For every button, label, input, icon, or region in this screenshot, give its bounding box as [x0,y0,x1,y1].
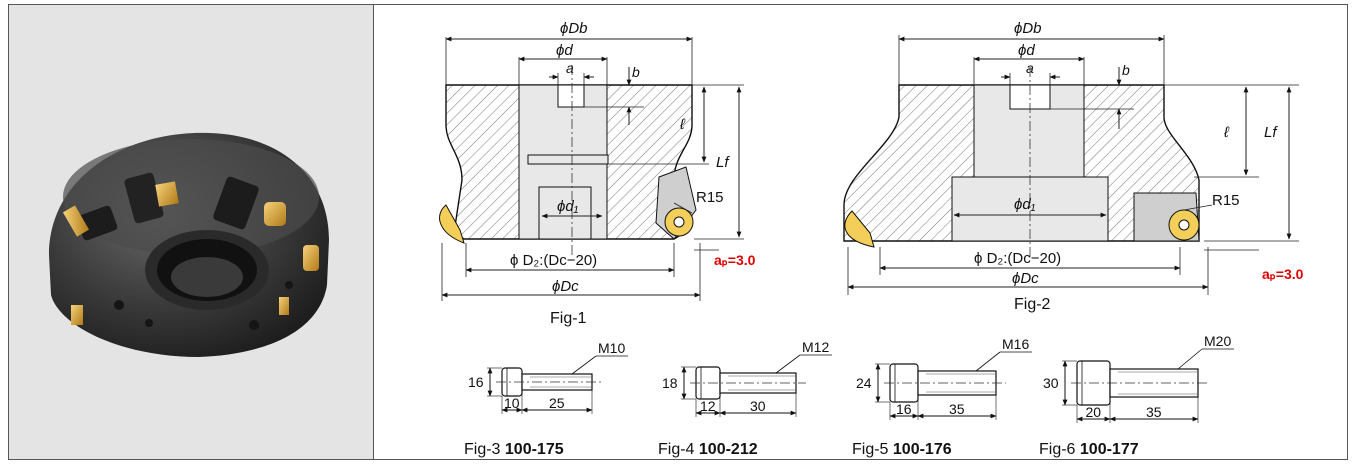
fig1-d-label: ϕd [556,42,573,59]
fig2-Dc-label: ϕDc [1012,270,1039,287]
product-photo-panel [9,5,374,459]
fig2-drawing: ϕDb ϕd a b ℓ Lf ϕd₁ R15 ϕ D₂:(Dc−20) ϕDc… [843,20,1304,313]
bolt-4-caption: Fig-4 100-212 [658,441,758,458]
bolt-3-thread: M10 [598,340,625,356]
bolt-4-head-dia: 18 [662,375,678,391]
bolt-6-shank-len: 35 [1146,404,1162,420]
fig1-Lf-label: Lf [716,154,730,171]
bolt-3-caption: Fig-3 100-175 [464,441,564,458]
fig1-ap-label: aₚ=3.0 [714,252,756,268]
bolt-4-head-len: 12 [700,398,716,414]
fig1-a-label: a [566,60,574,76]
fig2-caption: Fig-2 [1014,296,1051,313]
bolt-3-shank-len: 25 [549,395,565,411]
fig1-Dc-label: ϕDc [552,278,579,295]
bolt-6-thread: M20 [1204,333,1231,349]
fig2-d-label: ϕd [1018,42,1035,59]
bolt-3-head-dia: 16 [468,374,484,390]
bolt-5-caption: Fig-5 100-176 [852,441,952,458]
fig1-caption: Fig-1 [550,310,587,327]
fig2-Lf-label: Lf [1264,124,1278,141]
fig2-ap-label: aₚ=3.0 [1262,266,1304,282]
bolt-6-caption: Fig-6 100-177 [1039,441,1139,458]
fig2-R-label: R15 [1212,192,1240,209]
fig1-drawing: ϕDb ϕd a b ℓ Lf ϕd₁ R15 ϕ D₂:(Dc−20) ϕDc… [439,20,756,327]
bolt-6-head-len: 20 [1086,404,1102,420]
bolt-5-shank-len: 35 [949,401,965,417]
bolt-6-head-dia: 30 [1043,375,1059,391]
bolt-4-shank-len: 30 [750,398,766,414]
fig1-D2-label: ϕ D₂:(Dc−20) [510,252,597,269]
technical-drawing: ϕDb ϕd a b ℓ Lf ϕd₁ R15 ϕ D₂:(Dc−20) ϕDc… [374,5,1348,464]
bolt-5-head-dia: 24 [856,375,872,391]
fig1-R-label: R15 [696,189,724,206]
bolt-5-head-len: 16 [896,401,912,417]
fig1-d1-label: ϕd₁ [557,198,579,215]
fig2-d1-label: ϕd₁ [1014,196,1036,213]
fig1-l-label: ℓ [679,116,686,133]
milling-cutter-photo [49,132,329,357]
fig2-D2-label: ϕ D₂:(Dc−20) [974,250,1061,267]
fig1-b-label: b [632,64,640,80]
bolt-3-head-len: 10 [504,395,520,411]
fig2-Db-label: ϕDb [1014,20,1042,37]
catalog-frame: ϕDb ϕd a b ℓ Lf ϕd₁ R15 ϕ D₂:(Dc−20) ϕDc… [8,4,1348,460]
fig2-l-label: ℓ [1223,124,1230,141]
fig1-Db-label: ϕDb [560,20,588,37]
bolt-5-thread: M16 [1002,336,1029,352]
bolt-4-thread: M12 [802,339,829,355]
fig2-a-label: a [1026,60,1034,76]
fig2-b-label: b [1122,62,1130,78]
